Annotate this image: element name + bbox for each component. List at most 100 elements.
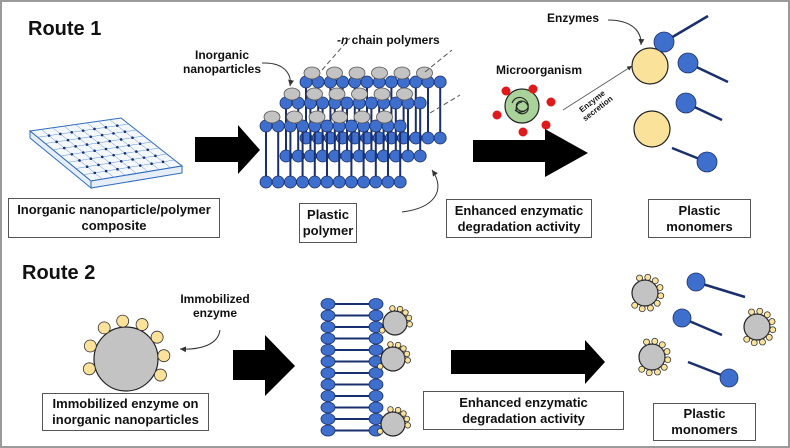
monomer-bead	[381, 175, 395, 189]
nanoparticle-dot	[115, 124, 119, 127]
immobilized-enzyme	[743, 335, 751, 343]
immobilized-enzyme	[657, 292, 665, 300]
nanoparticle-dot	[93, 171, 97, 175]
nanoparticle-dot	[97, 163, 100, 167]
monomer-bead	[368, 344, 384, 356]
monomer-head	[653, 31, 675, 53]
immobilized-enzyme-pointer-arrow	[179, 329, 221, 353]
immobilized-enzyme	[389, 305, 396, 312]
immobilized-enzyme	[135, 318, 149, 331]
nanoparticle	[283, 87, 301, 101]
nanoparticle-dot	[93, 149, 96, 153]
monomer-bead	[368, 309, 384, 322]
monomer-bead	[320, 378, 336, 391]
plastic-polymer-caption-box: Plastic polymer	[299, 203, 357, 243]
immobilized-enzyme	[404, 422, 411, 429]
nanoparticle-dot	[154, 154, 157, 158]
composite-caption-box: Inorganic nanoparticle/polymer composite	[8, 198, 220, 238]
nanoparticle-dot	[104, 126, 108, 129]
nanoparticle-dot	[97, 141, 100, 145]
nanoparticle-core	[743, 313, 771, 341]
monomer-bead	[320, 390, 336, 402]
process-arrow-3	[233, 335, 295, 396]
immobilized-enzyme	[400, 410, 407, 417]
immobilized-enzyme	[402, 309, 409, 316]
monomer-bead	[364, 96, 378, 110]
immobilized-enzyme	[406, 321, 413, 328]
immobilized-enzyme-label: Immobilized enzyme	[180, 292, 250, 320]
route-2-title: Route 2	[22, 262, 96, 284]
nanoparticle	[376, 110, 393, 124]
monomer-bead	[320, 321, 336, 333]
immobilized-enzyme	[400, 345, 407, 352]
immobilized-enzyme	[660, 363, 668, 371]
nanoparticle-dot	[78, 159, 81, 162]
monomer-bead	[401, 149, 415, 163]
nanoparticle-dot	[85, 143, 89, 146]
immobilized-enzyme	[756, 307, 764, 315]
enzyme-secretion-arrow	[562, 65, 633, 111]
nanoparticle	[416, 66, 433, 80]
monomer-head	[672, 308, 692, 328]
nanoparticle-dot	[127, 144, 131, 147]
nanoparticle-dot	[146, 148, 150, 152]
nanoparticle-dot	[127, 166, 131, 169]
immobilized-enzyme	[636, 274, 643, 282]
immobilized-enzyme	[763, 311, 771, 319]
monomer-bead	[296, 175, 310, 189]
immobilized-enzyme	[394, 341, 402, 349]
process-arrow-2	[473, 129, 588, 177]
nanoparticle	[303, 66, 321, 80]
nanoparticle	[306, 87, 323, 101]
immobilized-enzyme	[378, 327, 386, 334]
plastic-polymer-pointer-arrow	[401, 169, 439, 213]
monomer-bead	[283, 175, 297, 189]
immobilized-enzyme	[750, 339, 758, 347]
immobilized-enzyme	[654, 368, 661, 376]
nanoparticle-dot	[116, 145, 119, 149]
monomer-bead	[368, 332, 384, 345]
immobilized-enzyme	[376, 428, 384, 435]
monomer-head	[677, 52, 699, 74]
nanoparticle-dot	[70, 130, 74, 134]
polymer-ladder-icon	[320, 298, 413, 437]
enzyme-icon	[633, 110, 671, 148]
nanoparticle-dot	[66, 138, 70, 142]
monomer-bead	[344, 175, 358, 189]
immobilized-enzyme	[645, 369, 653, 377]
nanoparticle-dot	[89, 157, 93, 160]
immobilized-enzyme	[82, 362, 96, 376]
enhanced-degradation-caption-box-2: Enhanced enzymatic degradation activity	[423, 391, 624, 430]
nanoparticle-core	[93, 326, 159, 392]
chain-polymers-text: chain polymers	[348, 33, 440, 47]
chain-polymers-label: -n chain polymers	[337, 33, 467, 47]
monomer-bead	[332, 175, 346, 189]
route-1-title: Route 1	[28, 18, 102, 40]
nanoparticle-dot	[138, 164, 142, 167]
monomer-bead	[320, 309, 336, 322]
nanoparticle	[308, 110, 326, 124]
immobilized-enzyme	[154, 368, 167, 382]
nanoparticle	[351, 87, 368, 101]
immobilized-enzyme	[150, 330, 164, 344]
immobilized-enzyme	[647, 304, 654, 312]
nanoparticle	[286, 110, 303, 124]
immobilized-enzyme	[387, 406, 394, 413]
monomer-bead	[360, 75, 374, 89]
nanoparticle	[353, 110, 371, 124]
microorganism-label: Microorganism	[495, 63, 582, 77]
plastic-polymer-stack-icon	[259, 66, 447, 189]
monomer-bead	[368, 298, 384, 310]
plastic-monomers-caption-box-1: Plastic monomers	[648, 199, 751, 238]
monomer-bead	[320, 344, 336, 356]
nanoparticle-dot	[85, 165, 89, 168]
immobilized-enzyme	[394, 406, 402, 414]
nanoparticle	[373, 87, 391, 101]
nanoparticle-dot	[104, 147, 108, 151]
immobilized-enzyme	[157, 349, 171, 363]
immobilized-enzyme	[643, 338, 650, 346]
nanoparticle-dot	[131, 158, 134, 161]
immobilized-enzyme	[651, 277, 659, 285]
immobilized-enzyme	[638, 365, 646, 373]
monomer-bead	[433, 75, 447, 89]
